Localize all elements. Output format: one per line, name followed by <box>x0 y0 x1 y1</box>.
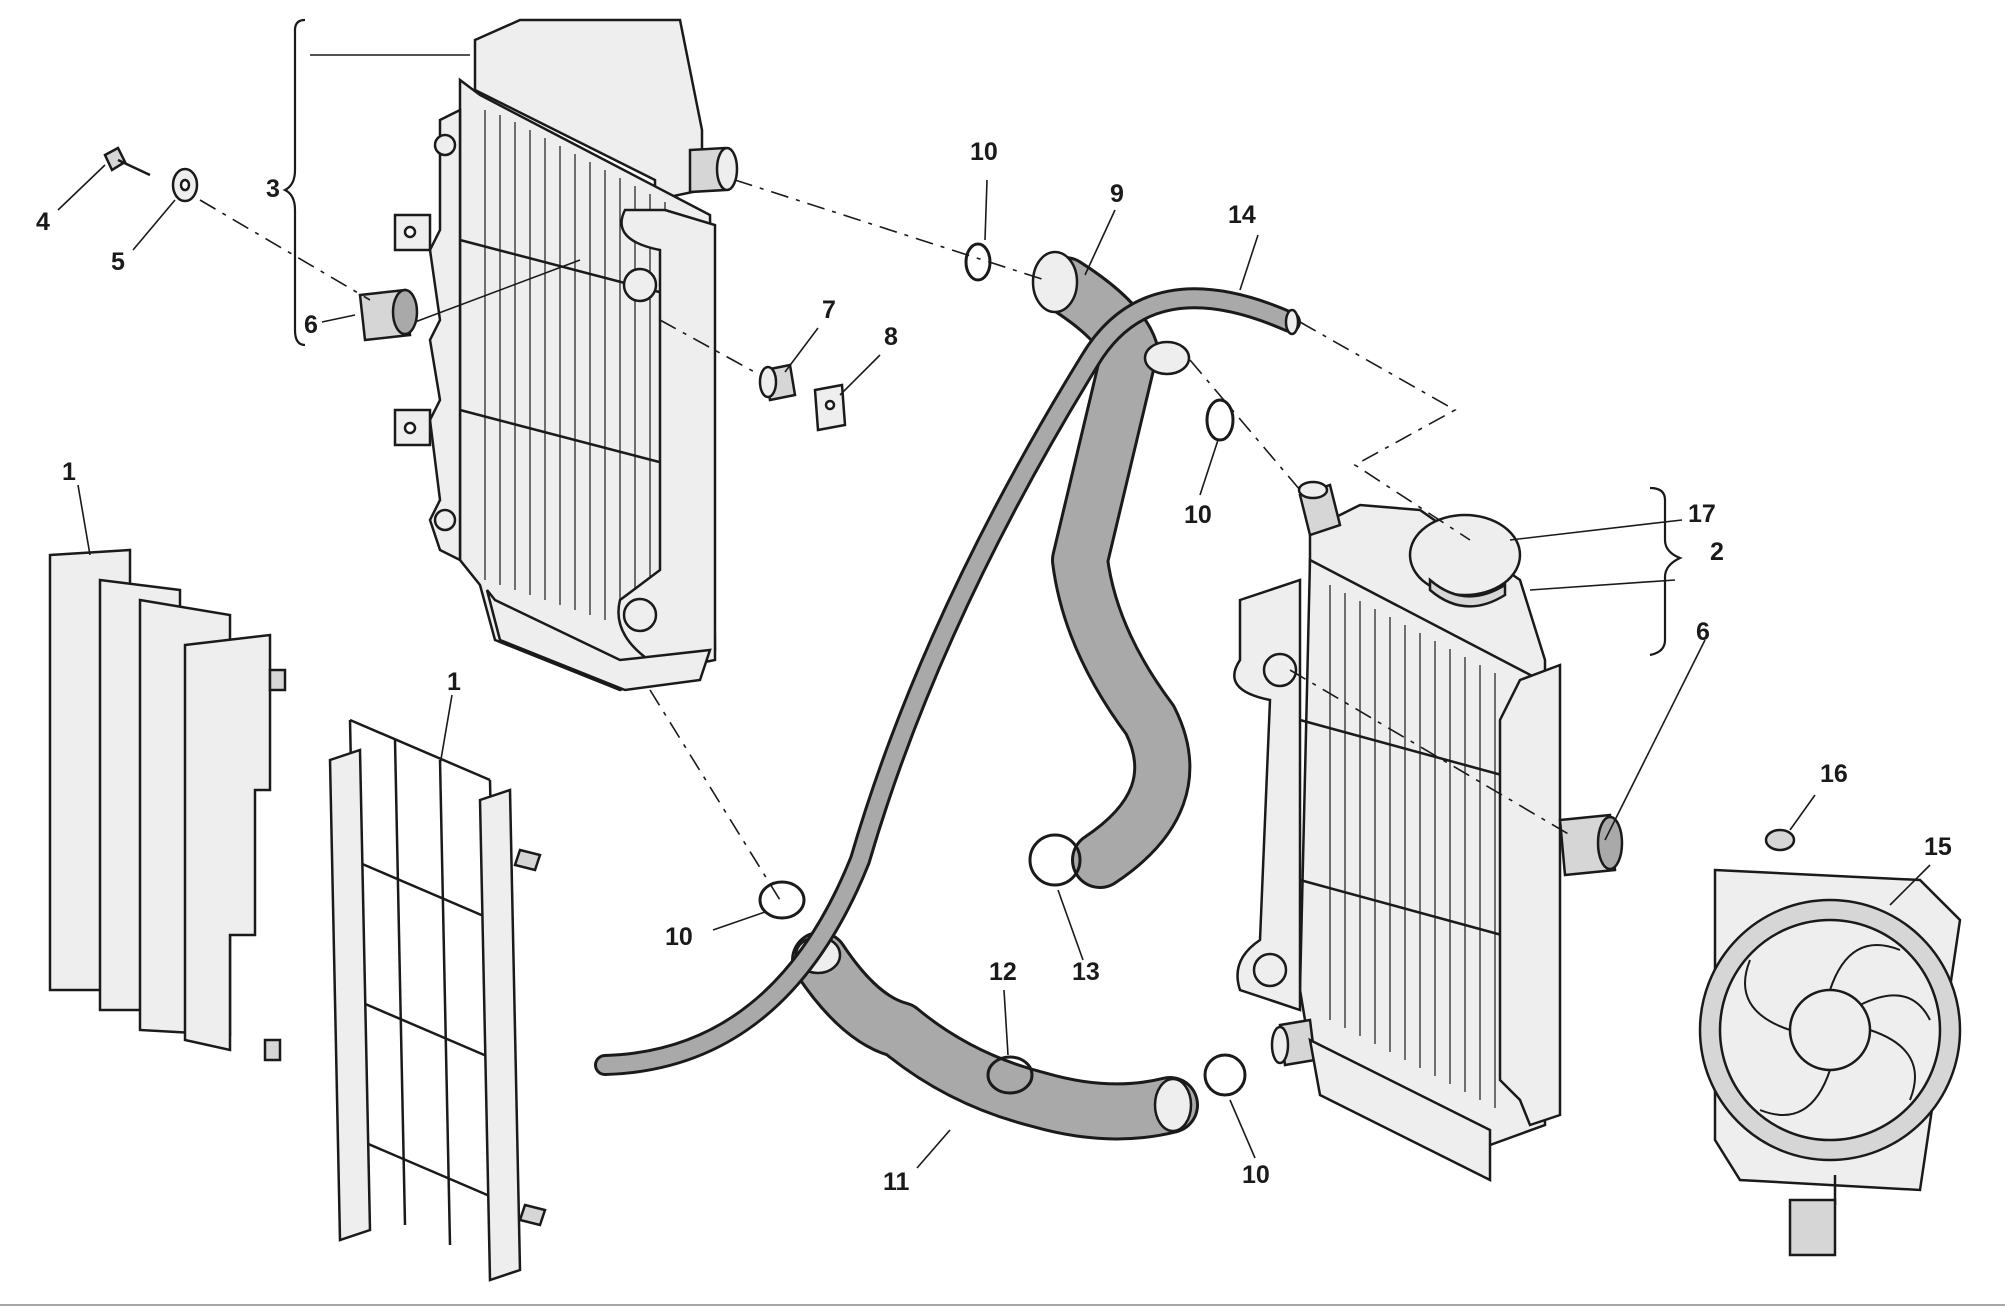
callout-15: 15 <box>1924 833 1952 861</box>
clip-icon <box>813 383 847 432</box>
nut-icon <box>1764 828 1796 852</box>
callout-2: 2 <box>1710 538 1724 566</box>
callout-6: 6 <box>304 311 318 339</box>
callout-7: 7 <box>822 296 836 324</box>
callout-13: 13 <box>1072 958 1100 986</box>
callout-1: 1 <box>447 668 461 696</box>
callout-8: 8 <box>884 323 898 351</box>
callout-16: 16 <box>1820 760 1848 788</box>
alignment-lines <box>199 179 1571 901</box>
callout-10: 10 <box>970 138 998 166</box>
callout-10: 10 <box>1242 1161 1270 1189</box>
callout-9: 9 <box>1110 180 1124 208</box>
callout-5: 5 <box>111 248 125 276</box>
callout-12: 12 <box>989 958 1017 986</box>
callout-14: 14 <box>1228 201 1256 229</box>
rubber-grommet-icon <box>1558 813 1624 877</box>
left-radiator-icon <box>393 18 739 692</box>
callouts: 1 1 2 3 4 5 6 6 7 8 9 10 10 10 10 11 12 … <box>36 138 1952 1196</box>
callout-6: 6 <box>1696 618 1710 646</box>
radiator-grille-icon <box>328 718 547 1282</box>
left-radiator-core-icon <box>484 110 666 640</box>
cooling-fan-icon <box>1698 868 1962 1257</box>
bushing-icon <box>758 363 797 402</box>
bolt-icon <box>103 146 151 177</box>
hose-clamp-icon <box>758 242 1247 1097</box>
right-radiator-icon <box>1233 480 1562 1183</box>
washer-icon <box>171 167 199 203</box>
callout-10: 10 <box>665 923 693 951</box>
callout-11: 11 <box>883 1168 910 1196</box>
leader-lines <box>57 54 1931 1169</box>
right-radiator-core-icon <box>1329 585 1496 1108</box>
rubber-grommet-icon <box>358 288 419 342</box>
radiator-louver-panel-icon <box>48 548 287 1062</box>
overflow-hose-icon <box>594 287 1301 1076</box>
callout-10: 10 <box>1184 501 1212 529</box>
group-brace <box>282 18 1683 657</box>
callout-3: 3 <box>266 175 280 203</box>
callout-4: 4 <box>36 208 50 236</box>
callout-1: 1 <box>62 458 76 486</box>
callout-17: 17 <box>1688 500 1716 528</box>
radiator-cap-icon <box>1408 513 1522 608</box>
